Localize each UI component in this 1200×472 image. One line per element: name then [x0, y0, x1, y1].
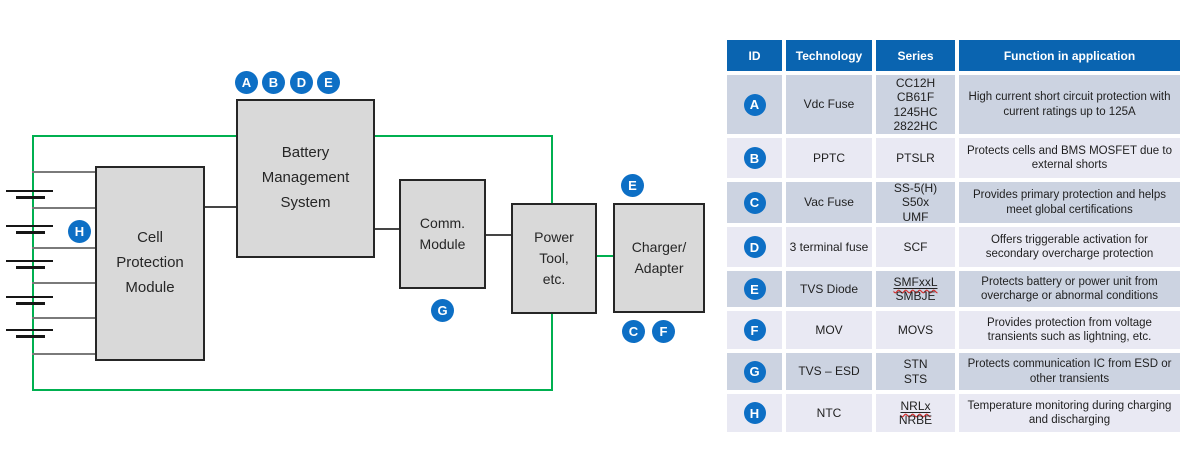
table-row-id-cell: C: [727, 182, 782, 223]
function-cell: Provides protection from voltage transie…: [959, 311, 1180, 349]
badge-f-charger: F: [652, 320, 675, 343]
series-cell: SS-5(H) S50x UMF: [876, 181, 955, 224]
cell-tap-wire: [32, 247, 95, 249]
column-header-function: Function in application: [959, 40, 1180, 71]
badge-c-charger: C: [622, 320, 645, 343]
battery-cell-plate-long: [6, 190, 53, 192]
series-cell: CC12H CB61F 1245HC 2822HC: [876, 75, 955, 134]
battery-cell-plate-long: [6, 260, 53, 262]
technology-cell: 3 terminal fuse: [786, 227, 872, 267]
table-row-id-cell: E: [727, 271, 782, 307]
technology-cell: Vdc Fuse: [786, 75, 872, 134]
column-header-id: ID: [727, 40, 782, 71]
battery-cell-plate-short: [16, 266, 45, 269]
wire-cpm-to-bms: [205, 206, 236, 208]
charger-adapter-box: Charger/ Adapter: [613, 203, 705, 313]
power-tool-box: Power Tool, etc.: [511, 203, 597, 314]
function-cell: Protects battery or power unit from over…: [959, 271, 1180, 307]
comm-module-box: Comm. Module: [399, 179, 486, 289]
technology-cell: TVS Diode: [786, 271, 872, 307]
function-cell: Protects communication IC from ESD or ot…: [959, 353, 1180, 390]
cell-tap-wire: [32, 171, 95, 173]
id-badge-h: H: [743, 402, 766, 424]
battery-cell-plate-short: [16, 231, 45, 234]
series-cell: NRLx NRBE: [876, 394, 955, 432]
technology-cell: MOV: [786, 311, 872, 349]
table-row-id-cell: H: [727, 394, 782, 432]
badge-e-charger: E: [621, 174, 644, 197]
table-row-id-cell: B: [727, 138, 782, 178]
badge-d-bms: D: [290, 71, 313, 94]
battery-cell-plate-short: [16, 335, 45, 338]
technology-cell: TVS – ESD: [786, 353, 872, 390]
battery-cell-plate-long: [6, 329, 53, 331]
cell-tap-wire: [32, 207, 95, 209]
column-header-technology: Technology: [786, 40, 872, 71]
table-row-id-cell: A: [727, 75, 782, 134]
function-cell: Protects cells and BMS MOSFET due to ext…: [959, 138, 1180, 178]
table-row-id-cell: D: [727, 227, 782, 267]
badge-g-comm: G: [431, 299, 454, 322]
id-badge-a: A: [743, 93, 766, 116]
wire-powertool-to-charger: [595, 255, 613, 257]
function-cell: Offers triggerable activation for second…: [959, 227, 1180, 267]
battery-cell-plate-long: [6, 296, 53, 298]
badge-e-bms: E: [317, 71, 340, 94]
function-cell: High current short circuit protection wi…: [959, 75, 1180, 134]
wire-bms-to-comm: [373, 228, 399, 230]
id-badge-b: B: [743, 147, 766, 169]
technology-cell: NTC: [786, 394, 872, 432]
badge-h-cell-protection: H: [68, 220, 91, 243]
badge-a-bms: A: [235, 71, 258, 94]
id-badge-e: E: [743, 278, 766, 300]
series-cell: SMFxxL SMBJE: [876, 271, 955, 307]
battery-cell-plate-long: [6, 225, 53, 227]
function-cell: Temperature monitoring during charging a…: [959, 394, 1180, 432]
cell-tap-wire: [32, 317, 95, 319]
battery-cell-plate-short: [16, 302, 45, 305]
function-cell: Provides primary protection and helps me…: [959, 182, 1180, 223]
series-cell: PTSLR: [876, 138, 955, 178]
id-badge-c: C: [743, 191, 766, 214]
table-row-id-cell: G: [727, 353, 782, 390]
component-legend-table: ID Technology Series Function in applica…: [727, 40, 1180, 432]
battery-management-system-box: Battery Management System: [236, 99, 375, 258]
series-cell: SCF: [876, 227, 955, 267]
wire-comm-to-powertool: [484, 234, 511, 236]
column-header-series: Series: [876, 40, 955, 71]
table-row-id-cell: F: [727, 311, 782, 349]
series-cell: MOVS: [876, 311, 955, 349]
cell-protection-module-box: Cell Protection Module: [95, 166, 205, 361]
id-badge-f: F: [743, 319, 766, 341]
cell-tap-wire: [32, 353, 95, 355]
id-badge-g: G: [743, 360, 766, 383]
badge-b-bms: B: [262, 71, 285, 94]
technology-cell: Vac Fuse: [786, 182, 872, 223]
cell-tap-wire: [32, 282, 95, 284]
technology-cell: PPTC: [786, 138, 872, 178]
battery-cell-plate-short: [16, 196, 45, 199]
series-cell: STN STS: [876, 353, 955, 390]
id-badge-d: D: [743, 236, 766, 258]
